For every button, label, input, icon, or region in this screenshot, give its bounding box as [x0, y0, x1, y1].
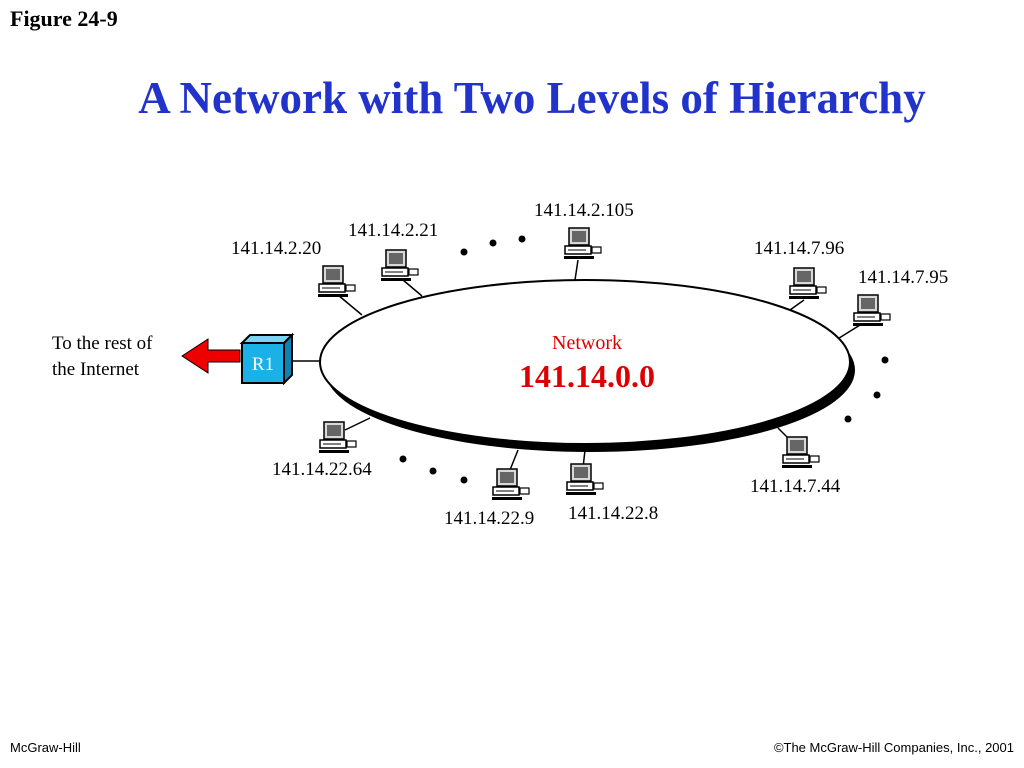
- computer-icon: [491, 468, 530, 501]
- copyright: ©The McGraw-Hill Companies, Inc., 2001: [773, 740, 1014, 755]
- computer-icon: [565, 463, 604, 496]
- host-label: 141.14.7.96: [754, 238, 844, 259]
- computer-icon: [380, 249, 419, 282]
- destination-line2: the Internet: [52, 359, 140, 380]
- computer-icon: [317, 265, 356, 298]
- host-label: 141.14.7.44: [750, 476, 841, 497]
- host-label: 141.14.22.9: [444, 508, 534, 529]
- computer-icon: [852, 294, 891, 327]
- network-ellipse: [319, 279, 851, 445]
- internet-arrow: [181, 338, 241, 374]
- figure-label: Figure 24-9: [10, 6, 118, 31]
- host-label: 141.14.7.95: [858, 267, 948, 288]
- host-label: 141.14.2.20: [231, 238, 321, 259]
- ellipsis-dots: [399, 235, 889, 484]
- network-label: Network: [552, 332, 622, 354]
- network-address: 141.14.0.0: [519, 358, 655, 394]
- router-label: R1: [252, 354, 274, 375]
- destination-line1: To the rest of: [52, 333, 153, 354]
- host-label: 141.14.2.105: [534, 200, 634, 221]
- computer-icon: [563, 227, 602, 260]
- host-label: 141.14.2.21: [348, 220, 438, 241]
- host-label: 141.14.22.64: [272, 459, 372, 480]
- host-label: 141.14.22.8: [568, 503, 658, 524]
- publisher: McGraw-Hill: [10, 740, 81, 755]
- router-r1: R1: [239, 332, 295, 386]
- computer-icon: [781, 436, 820, 469]
- page-title: A Network with Two Levels of Hierarchy: [138, 73, 926, 123]
- computer-icon: [788, 267, 827, 300]
